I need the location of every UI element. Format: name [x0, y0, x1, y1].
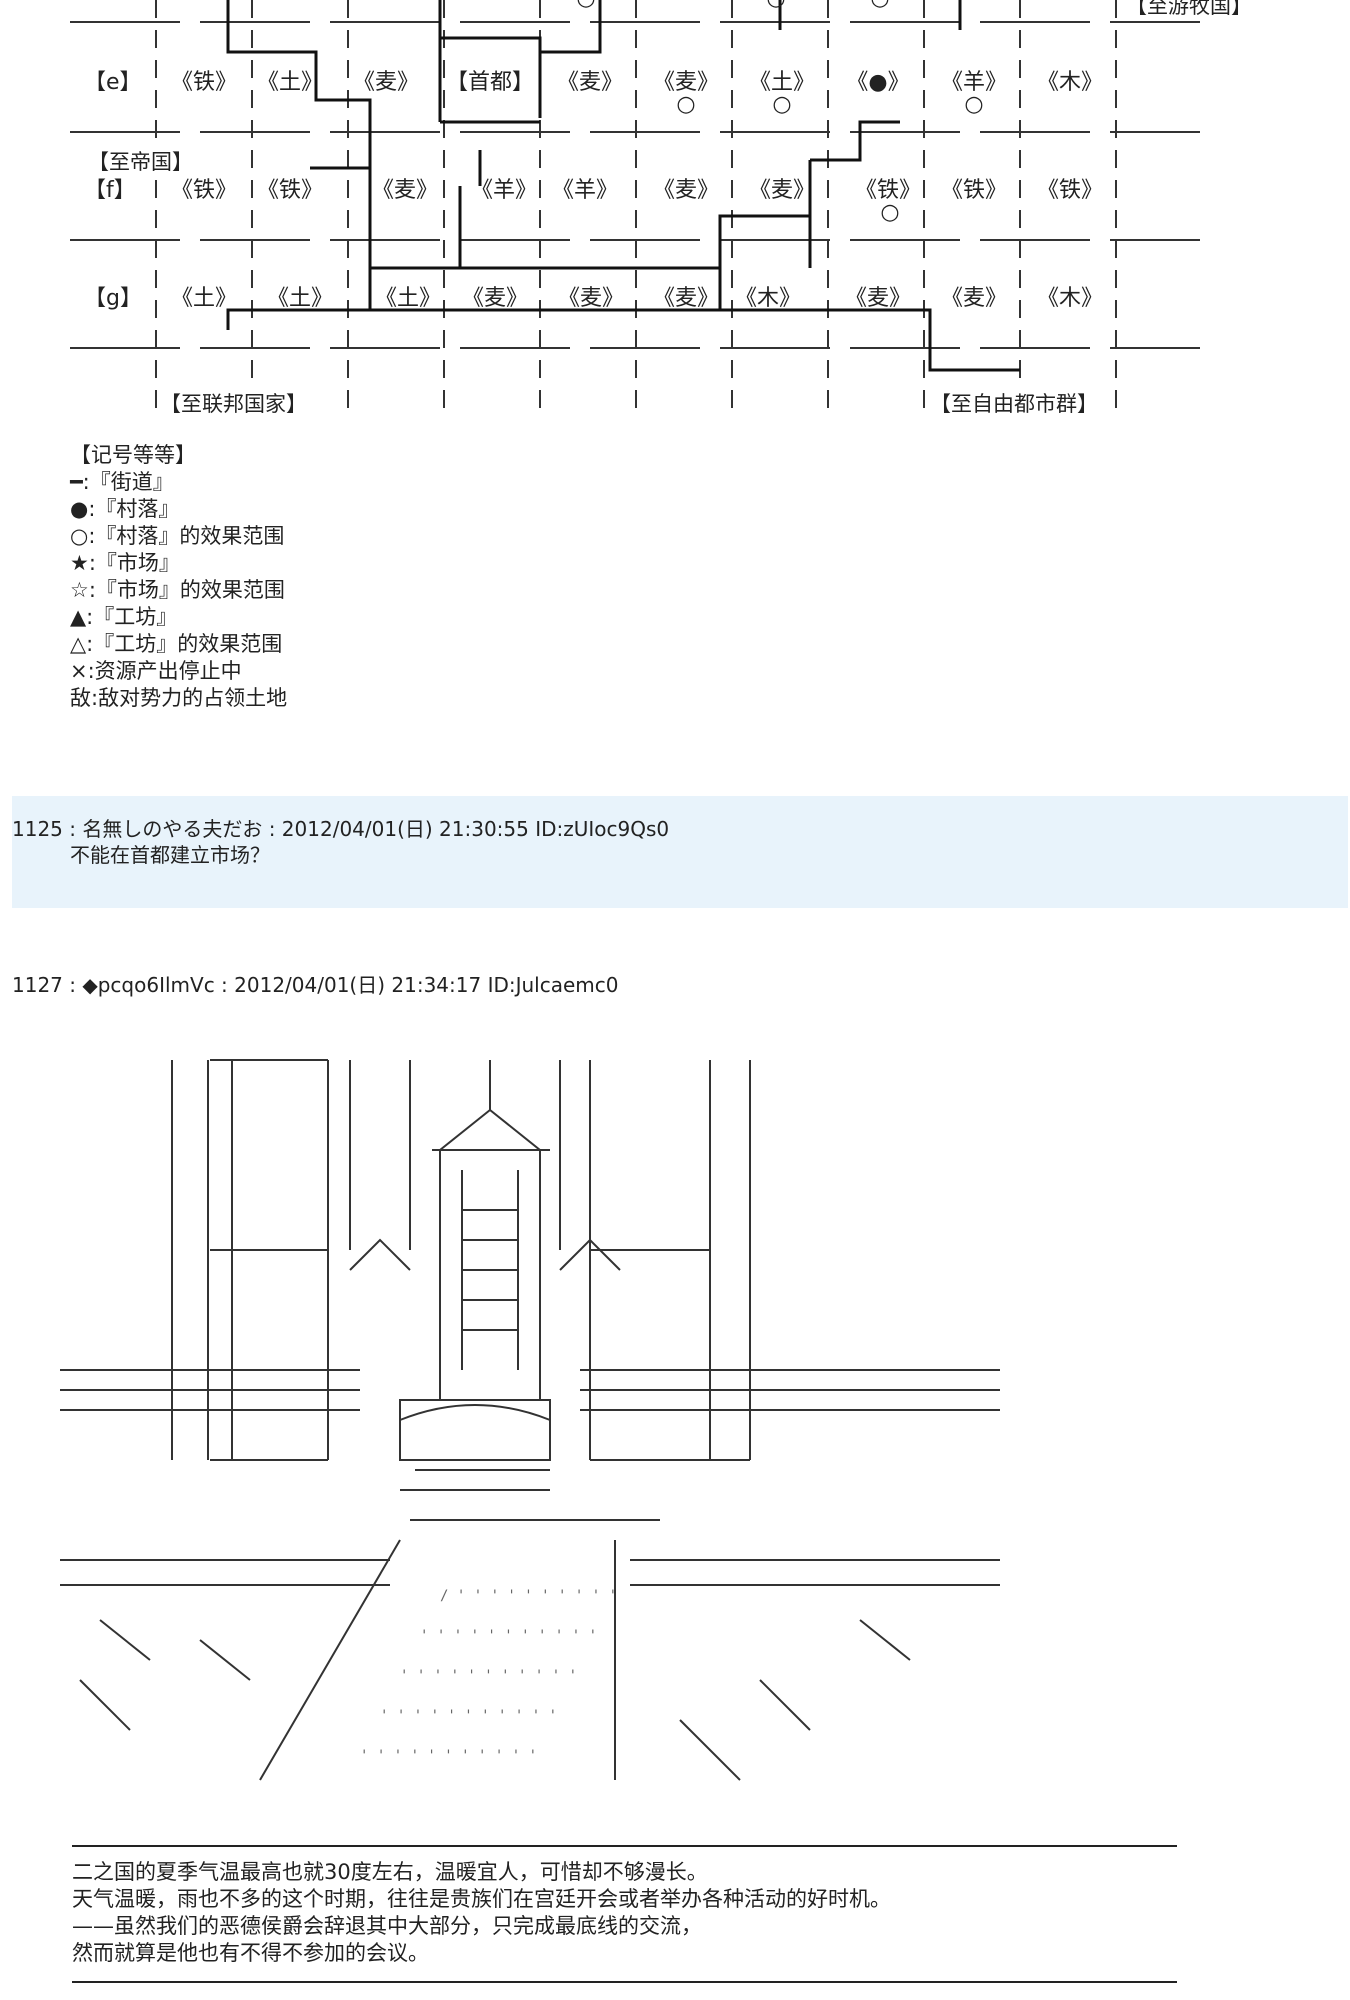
legend-item: ★:『市场』	[70, 551, 180, 575]
map-cell: 《羊》	[551, 178, 619, 203]
map-cell: 《麦》	[371, 178, 439, 203]
palace-illustration: / ' ' ' ' ' ' ' ' ' ' ' ' ' ' ' ' ' ' ' …	[60, 1040, 1000, 1820]
map-cell: 《木》	[1036, 286, 1104, 311]
map-cell: 《木》	[734, 286, 802, 311]
tag-to-free-cities: 【至自由都市群】	[930, 388, 1098, 418]
row-label-f: 【f】	[84, 178, 136, 203]
narration-box: 二之国的夏季气温最高也就30度左右，温暖宜人，可惜却不够漫长。 天气温暖，雨也不…	[72, 1845, 1177, 1983]
map-grid	[70, 0, 1200, 415]
map-cell: 《铁》	[940, 178, 1008, 203]
map-cell: 《土》	[256, 70, 324, 95]
map-cell: 《麦》	[557, 286, 625, 311]
map-cell: 《铁》	[1036, 178, 1104, 203]
map-cell: 《羊》	[470, 178, 538, 203]
map-cell: 《麦》	[652, 286, 720, 311]
narration-line: 天气温暖，雨也不多的这个时期，往往是贵族们在宫廷开会或者举办各种活动的好时机。	[72, 1887, 891, 1911]
legend-title: 【记号等等】	[70, 443, 196, 467]
map-cell: 《麦》	[352, 70, 420, 95]
art-dots: ' ' ' ' ' ' ' ' ' ' '	[420, 1628, 597, 1644]
map-cell: 《麦》	[748, 178, 816, 203]
legend-item: ▲:『工坊』	[70, 605, 178, 629]
palace-drawing: / ' ' ' ' ' ' ' ' ' ' ' ' ' ' ' ' ' ' ' …	[60, 1059, 1000, 1781]
village-range-mark: ○	[772, 92, 792, 117]
narration-line: 二之国的夏季气温最高也就30度左右，温暖宜人，可惜却不够漫长。	[72, 1860, 708, 1884]
art-dots: ' ' ' ' ' ' ' ' ' ' '	[360, 1748, 537, 1764]
art-dots: / ' ' ' ' ' ' ' ' ' '	[440, 1588, 617, 1604]
legend-item: 敌:敌对势力的占领土地	[70, 686, 288, 710]
post-body: 不能在首都建立市场？	[70, 843, 270, 867]
narration-line: 然而就算是他也有不得不参加的会议。	[72, 1941, 429, 1965]
tag-to-empire: 【至帝国】	[88, 146, 193, 176]
tag-to-nomad: 【至游牧国】	[1126, 0, 1252, 20]
map-cell: 《土》	[374, 286, 442, 311]
map-cell-village: 《●》	[846, 70, 910, 95]
village-range-mark: ○	[870, 0, 889, 11]
narration-line: ——虽然我们的恶德侯爵会辞退其中大部分，只完成最底线的交流，	[72, 1914, 702, 1938]
art-dots: ' ' ' ' ' ' ' ' ' ' '	[380, 1708, 557, 1724]
village-range-mark: ○	[964, 92, 984, 117]
village-range-mark: ○	[880, 200, 900, 225]
legend-item: ☆:『市场』的效果范围	[70, 578, 285, 602]
post-header: 1127 : ◆pcqo6IlmVc : 2012/04/01(日) 21:34…	[12, 973, 619, 997]
legend-item: ●:『村落』	[70, 497, 180, 521]
tag-to-federation: 【至联邦国家】	[160, 388, 307, 418]
map-cell: 《铁》	[170, 70, 238, 95]
row-label-e: 【e】	[84, 70, 142, 95]
art-dots: ' ' ' ' ' ' ' ' ' ' '	[400, 1668, 577, 1684]
map-cell: 《土》	[170, 286, 238, 311]
map-cell: 《麦》	[844, 286, 912, 311]
map-cell: 《麦》	[556, 70, 624, 95]
map-cell: 《麦》	[652, 70, 720, 95]
map-cell: 《麦》	[940, 286, 1008, 311]
territory-map: 【e】 《铁》 《土》 《麦》 【首都】 《麦》 《麦》 《土》 《●》 《羊》…	[60, 0, 1252, 420]
village-range-mark: ○	[766, 0, 785, 11]
post-header: 1125 : 名無しのやる夫だお : 2012/04/01(日) 21:30:5…	[12, 817, 670, 841]
map-cell-capital: 【首都】	[445, 70, 535, 95]
post-1127: 1127 : ◆pcqo6IlmVc : 2012/04/01(日) 21:34…	[12, 972, 1348, 998]
legend-item: △:『工坊』的效果范围	[70, 632, 283, 656]
village-range-mark: ○	[576, 0, 595, 11]
map-cell: 《土》	[266, 286, 334, 311]
village-range-mark: ○	[676, 92, 696, 117]
legend-item: ×:资源产出停止中	[70, 659, 242, 683]
map-cell: 《铁》	[256, 178, 324, 203]
map-cell: 《麦》	[461, 286, 529, 311]
map-cell: 《土》	[748, 70, 816, 95]
map-legend: 【记号等等】 ━:『街道』 ●:『村落』 ○:『村落』的效果范围 ★:『市场』 …	[70, 442, 287, 712]
map-cell: 《羊》	[940, 70, 1008, 95]
legend-item: ━:『街道』	[70, 470, 174, 494]
post-1125: 1125 : 名無しのやる夫だお : 2012/04/01(日) 21:30:5…	[12, 796, 1348, 908]
row-label-g: 【g】	[84, 286, 142, 311]
map-cell: 《铁》	[854, 178, 922, 203]
map-cell: 《铁》	[170, 178, 238, 203]
legend-item: ○:『村落』的效果范围	[70, 524, 285, 548]
map-cell: 《麦》	[652, 178, 720, 203]
map-cell: 《木》	[1036, 70, 1104, 95]
